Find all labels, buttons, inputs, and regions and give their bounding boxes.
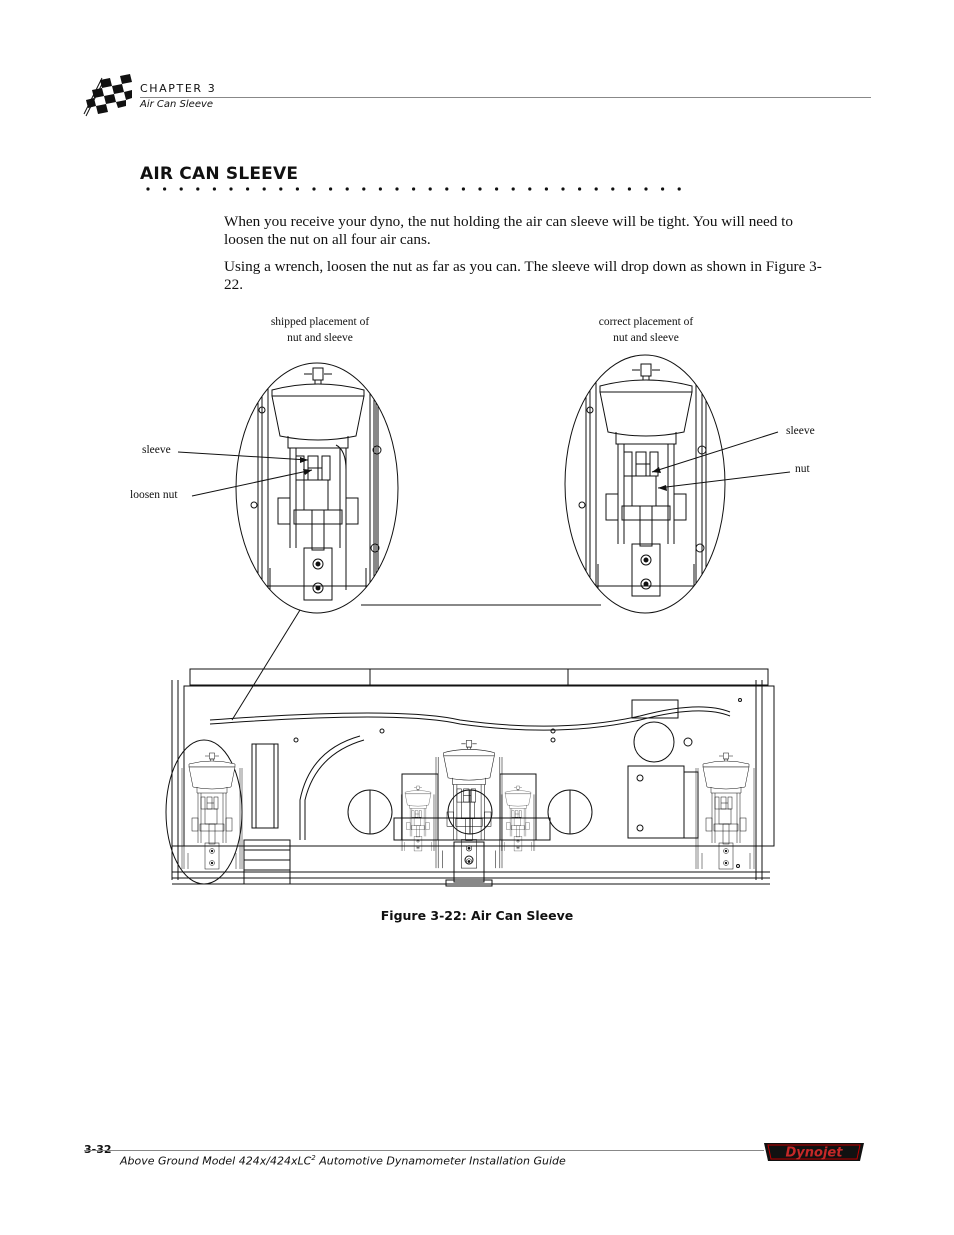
leader-dot: [627, 187, 631, 191]
label-sleeve-left: sleeve: [142, 444, 171, 456]
leader-dot: [295, 187, 299, 191]
leader-dot: [163, 187, 167, 191]
detail-correct-placement: [564, 354, 791, 614]
leader-dot: [279, 187, 283, 191]
leader-dot: [329, 187, 333, 191]
leader-dot: [511, 187, 515, 191]
leader-dot: [312, 187, 316, 191]
label-loosen-nut: loosen nut: [130, 489, 178, 501]
leader-dot: [412, 187, 416, 191]
leader-dot: [594, 187, 598, 191]
leader-dot: [395, 187, 399, 191]
detail-shipped-placement: [177, 362, 399, 614]
footer-title: Above Ground Model 424x/424xLC2 Automoti…: [120, 1154, 566, 1168]
leader-dot: [378, 187, 382, 191]
header-rule: [140, 97, 871, 98]
leader-dot: [677, 187, 681, 191]
leader-dot: [146, 187, 150, 191]
label-shipped-line2: nut and sleeve: [287, 332, 353, 344]
checkered-flag-icon: [83, 74, 132, 117]
leader-dot: [578, 187, 582, 191]
paragraph-2: Using a wrench, loosen the nut as far as…: [224, 258, 822, 293]
paragraph-1: When you receive your dyno, the nut hold…: [224, 213, 793, 248]
label-correct-line2: nut and sleeve: [613, 332, 679, 344]
leader-dot: [528, 187, 532, 191]
leader-dot: [561, 187, 565, 191]
leader-dot: [445, 187, 449, 191]
footer-rule: [84, 1150, 764, 1151]
leader-dot: [229, 187, 233, 191]
leader-dot: [246, 187, 250, 191]
leader-dot: [262, 187, 266, 191]
figure-caption: Figure 3-22: Air Can Sleeve: [380, 908, 574, 923]
leader-dot: [644, 187, 648, 191]
footer-title-main: Above Ground Model 424x/424xLC: [120, 1154, 312, 1168]
leader-dot: [544, 187, 548, 191]
leader-dot: [196, 187, 200, 191]
page-number: 3-32: [84, 1143, 112, 1156]
leader-dot: [428, 187, 432, 191]
label-nut: nut: [795, 463, 811, 475]
leader-dot: [611, 187, 615, 191]
chapter-label: CHAPTER 3: [140, 82, 217, 95]
leader-dot: [461, 187, 465, 191]
title-dot-leader: [146, 187, 681, 191]
leader-dot: [179, 187, 183, 191]
dynojet-logo-text: Dynojet: [786, 1146, 844, 1161]
label-sleeve-right: sleeve: [786, 425, 815, 437]
dynojet-logo: Dynojet: [764, 1143, 864, 1161]
label-shipped-line1: shipped placement of: [271, 316, 370, 328]
leader-dot: [478, 187, 482, 191]
footer-title-superscript: 2: [311, 1154, 316, 1162]
leader-dot: [345, 187, 349, 191]
footer-title-rest: Automotive Dynamometer Installation Guid…: [315, 1154, 566, 1168]
leader-dot: [212, 187, 216, 191]
leader-dot: [362, 187, 366, 191]
dyno-frame-drawing: [165, 668, 775, 887]
leader-dot: [661, 187, 665, 191]
label-correct-line1: correct placement of: [599, 316, 694, 328]
section-subtitle: Air Can Sleeve: [140, 99, 214, 110]
page-title: AIR CAN SLEEVE: [140, 164, 299, 184]
leader-dot: [495, 187, 499, 191]
